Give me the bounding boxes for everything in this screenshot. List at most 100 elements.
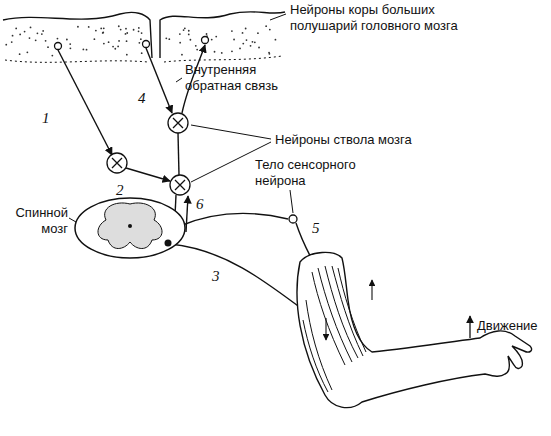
stipple-dot bbox=[138, 42, 140, 44]
callout-number: 5 bbox=[312, 220, 328, 236]
cortex-boundary bbox=[5, 56, 282, 62]
leader-line bbox=[176, 78, 182, 82]
stipple-dot bbox=[257, 32, 259, 34]
stipple-dot bbox=[183, 29, 185, 31]
stipple-dot bbox=[103, 43, 105, 45]
stipple-dot bbox=[35, 39, 37, 41]
stipple-dot bbox=[138, 30, 140, 32]
cortex-to-stem bbox=[146, 48, 172, 113]
stipple-dot bbox=[125, 33, 127, 35]
muscle-arrow bbox=[371, 280, 372, 300]
stipple-dot bbox=[120, 29, 122, 31]
stipple-dot bbox=[114, 48, 116, 50]
cortex-neuron bbox=[55, 43, 62, 50]
stipple-dot bbox=[102, 32, 104, 34]
stipple-dot bbox=[252, 41, 254, 43]
stipple-dot bbox=[189, 39, 191, 41]
stipple-dot bbox=[179, 33, 181, 35]
sensory-neuron-body bbox=[289, 215, 297, 223]
stipple-dot bbox=[215, 36, 217, 38]
stipple-dot bbox=[102, 32, 104, 34]
pathway-2 bbox=[126, 168, 170, 181]
stipple-dot bbox=[118, 40, 120, 42]
movement-arrow bbox=[469, 316, 470, 338]
stipple-dot bbox=[133, 29, 135, 31]
cortex-stipple bbox=[5, 25, 276, 56]
stipple-dot bbox=[254, 41, 256, 43]
stipple-dot bbox=[108, 41, 110, 43]
stipple-dot bbox=[242, 43, 244, 45]
cortex-neuron bbox=[143, 41, 150, 48]
stipple-dot bbox=[181, 54, 183, 56]
stipple-dot bbox=[118, 25, 120, 27]
movement-label: Движение bbox=[477, 318, 547, 334]
ascending-pathway-6 bbox=[186, 196, 188, 232]
muscle-arrow bbox=[325, 318, 326, 340]
stipple-dot bbox=[29, 37, 31, 39]
stipple-dot bbox=[141, 32, 143, 34]
stipple-dot bbox=[41, 33, 43, 35]
stipple-dot bbox=[214, 51, 216, 53]
cortex-label: Нейроны коры больших полушарий головного… bbox=[290, 2, 465, 34]
callout-number: 4 bbox=[138, 90, 154, 106]
sensory-root bbox=[180, 213, 288, 226]
stipple-dot bbox=[250, 45, 252, 47]
spinal-cord-outline bbox=[75, 198, 185, 258]
stipple-dot bbox=[66, 39, 68, 41]
stipple-dot bbox=[188, 34, 190, 36]
feedback-label: Внутренняя обратная связь bbox=[185, 62, 305, 94]
stipple-dot bbox=[82, 49, 84, 51]
stipple-dot bbox=[179, 42, 181, 44]
pathway-1 bbox=[58, 50, 112, 155]
sensory-body-label: Тело сенсорного нейрона bbox=[255, 157, 380, 189]
stipple-dot bbox=[93, 38, 95, 40]
cortex-surface bbox=[3, 12, 285, 63]
stipple-dot bbox=[19, 33, 21, 35]
stipple-dot bbox=[211, 39, 213, 41]
stipple-dot bbox=[45, 40, 47, 42]
stipple-dot bbox=[88, 26, 90, 28]
callout-number: 6 bbox=[196, 196, 212, 212]
cortex-outline bbox=[3, 12, 285, 58]
callout-number: 2 bbox=[116, 182, 132, 198]
stipple-dot bbox=[246, 39, 248, 41]
stipple-dot bbox=[239, 48, 241, 50]
stipple-dot bbox=[231, 30, 233, 32]
stipple-dot bbox=[69, 43, 71, 45]
stipple-dot bbox=[100, 27, 102, 29]
motor-neuron bbox=[165, 240, 172, 247]
stipple-dot bbox=[242, 32, 244, 34]
cortex-neuron bbox=[202, 37, 209, 44]
stipple-dot bbox=[47, 46, 49, 48]
stipple-dot bbox=[245, 28, 247, 30]
stipple-dot bbox=[24, 31, 26, 33]
neuron-mark bbox=[112, 118, 185, 190]
stipple-dot bbox=[269, 29, 271, 31]
stipple-dot bbox=[5, 44, 7, 46]
stipple-dot bbox=[140, 38, 142, 40]
stipple-dot bbox=[30, 27, 32, 29]
callout-number: 3 bbox=[212, 268, 228, 284]
grey-matter bbox=[98, 203, 162, 249]
stipple-dot bbox=[138, 27, 140, 29]
stipple-dot bbox=[42, 30, 44, 32]
stipple-dot bbox=[168, 38, 170, 40]
stipple-dot bbox=[37, 32, 39, 34]
stipple-dot bbox=[221, 52, 223, 54]
stipple-dot bbox=[57, 38, 59, 40]
stipple-dot bbox=[188, 30, 190, 32]
stipple-dot bbox=[206, 33, 208, 35]
leader-line bbox=[69, 218, 76, 222]
stipple-dot bbox=[233, 39, 235, 41]
stipple-dot bbox=[117, 46, 119, 48]
stipple-dot bbox=[11, 41, 13, 43]
stipple-dot bbox=[126, 32, 128, 34]
stipple-dot bbox=[275, 39, 277, 41]
stipple-dot bbox=[268, 52, 270, 54]
stipple-dot bbox=[184, 27, 186, 29]
brainstem-label: Нейроны ствола мозга bbox=[275, 132, 445, 148]
leader-line bbox=[270, 14, 286, 20]
stipple-dot bbox=[95, 30, 97, 32]
